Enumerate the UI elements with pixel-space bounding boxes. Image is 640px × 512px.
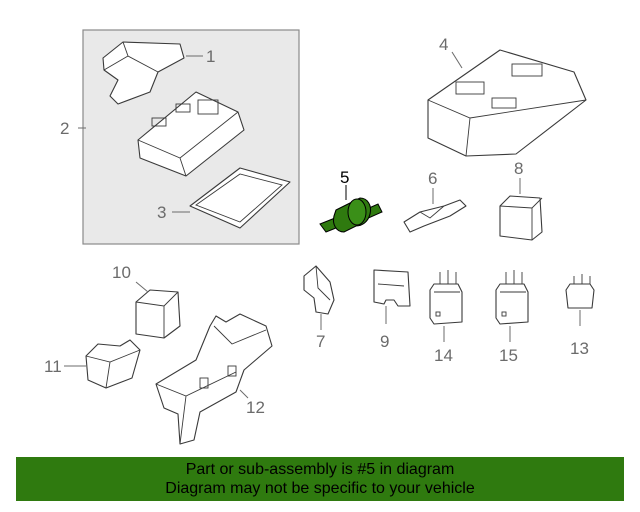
part-14-relay[interactable] [429, 270, 463, 325]
callout-1: 1 [206, 47, 215, 66]
part-13-relay[interactable] [565, 274, 595, 309]
exploded-parts-diagram: 1 2 3 4 5 6 [44, 29, 595, 445]
info-banner: Part or sub-assembly is #5 in diagram Di… [16, 457, 624, 501]
callout-9: 9 [380, 332, 389, 351]
callout-7: 7 [316, 332, 325, 351]
leader-10 [135, 281, 149, 293]
callout-2: 2 [60, 119, 69, 138]
callout-11: 11 [44, 357, 62, 376]
part-3-lower-cover[interactable] [189, 167, 291, 229]
part-15-relay[interactable] [495, 270, 529, 325]
banner-line-2: Diagram may not be specific to your vehi… [165, 480, 475, 497]
part-6-link-fuse[interactable] [403, 199, 467, 233]
leader-12 [239, 389, 249, 399]
callout-8: 8 [514, 159, 523, 178]
callout-12: 12 [246, 398, 265, 417]
part-7-bracket[interactable] [303, 265, 335, 315]
callout-13: 13 [570, 339, 589, 358]
callout-3: 3 [157, 203, 166, 222]
banner-line-1: Part or sub-assembly is #5 in diagram [185, 461, 455, 478]
part-9-connector[interactable] [373, 269, 411, 307]
part-1-cover[interactable] [102, 41, 185, 105]
part-11-fuse-holder[interactable] [85, 339, 141, 389]
callout-14: 14 [434, 346, 453, 365]
part-12-mounting-bracket[interactable] [155, 313, 273, 445]
leader-4 [451, 51, 463, 69]
part-2-fuse-block[interactable] [137, 91, 245, 177]
part-8-relay[interactable] [499, 195, 543, 241]
part-4-relay-box[interactable] [427, 49, 587, 157]
callout-10: 10 [112, 263, 131, 282]
callout-4: 4 [439, 35, 448, 54]
callout-5: 5 [340, 168, 349, 187]
part-5-fuse-highlighted[interactable] [319, 197, 383, 233]
part-10-cover[interactable] [135, 289, 181, 339]
callout-15: 15 [499, 346, 518, 365]
callout-6: 6 [428, 169, 437, 188]
